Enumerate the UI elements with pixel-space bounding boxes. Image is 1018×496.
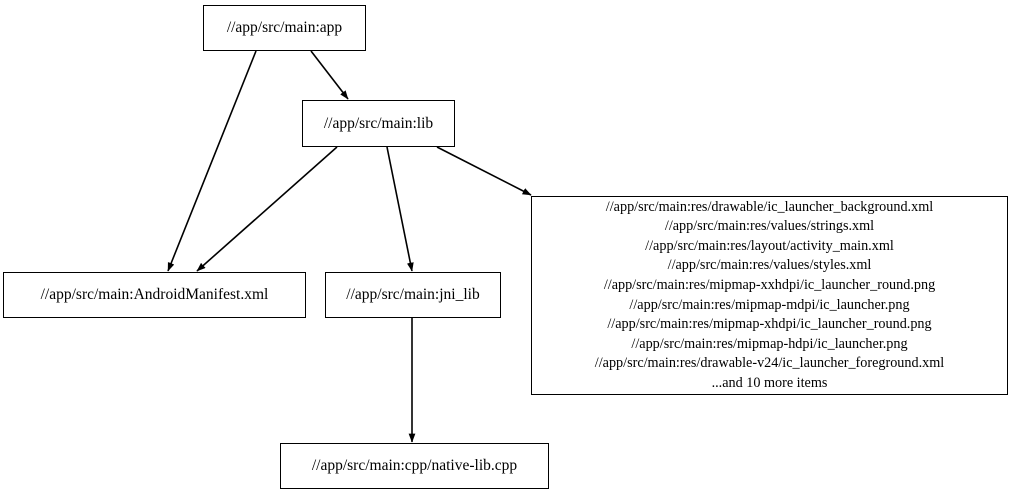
graph-node-native-lib-cpp-label: //app/src/main:cpp/native-lib.cpp — [311, 457, 518, 475]
graph-node-resources[interactable]: //app/src/main:res/drawable/ic_launcher_… — [531, 196, 1008, 395]
graph-node-android-manifest-label: //app/src/main:AndroidManifest.xml — [40, 286, 269, 304]
graph-node-lib[interactable]: //app/src/main:lib — [302, 100, 455, 147]
edge-lib-to-jni-lib — [386, 146, 414, 272]
graph-node-resources-label: //app/src/main:res/drawable/ic_launcher_… — [594, 198, 945, 391]
graph-node-jni-lib[interactable]: //app/src/main:jni_lib — [325, 272, 501, 318]
graph-node-android-manifest[interactable]: //app/src/main:AndroidManifest.xml — [3, 272, 306, 318]
graph-node-app-label: //app/src/main:app — [226, 19, 343, 37]
graph-node-jni-lib-label: //app/src/main:jni_lib — [346, 286, 480, 304]
graph-node-native-lib-cpp[interactable]: //app/src/main:cpp/native-lib.cpp — [280, 443, 549, 489]
edge-app-to-manifest — [167, 50, 257, 272]
edge-lib-to-resources — [436, 146, 532, 196]
graph-node-lib-label: //app/src/main:lib — [323, 114, 434, 132]
edge-app-to-lib — [310, 50, 349, 100]
graph-node-app[interactable]: //app/src/main:app — [203, 5, 366, 51]
edge-lib-to-manifest — [196, 146, 338, 272]
